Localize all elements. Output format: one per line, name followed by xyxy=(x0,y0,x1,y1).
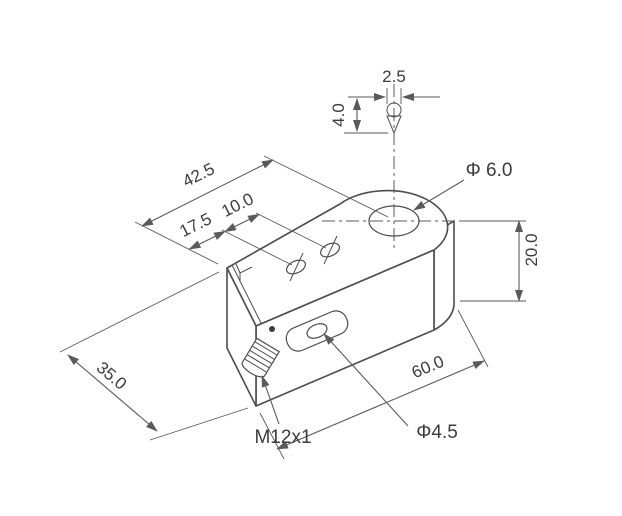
lug-hole xyxy=(306,323,328,339)
dimension-35-0: 35.0 xyxy=(59,271,249,441)
mounting-hole-2 xyxy=(319,235,341,265)
mounting-hole-1 xyxy=(285,252,307,282)
dim-17-5-label: 17.5 xyxy=(176,209,214,241)
dimension-2-5: 2.5 xyxy=(348,67,440,104)
tip-detail xyxy=(386,102,402,135)
dimension-4-0: 4.0 xyxy=(329,98,388,134)
chamfer-edge xyxy=(231,264,262,324)
dimension-20-0: 20.0 xyxy=(460,220,541,302)
dim-20-0-label: 20.0 xyxy=(522,233,541,266)
tip-ball xyxy=(386,102,402,118)
tip-cone xyxy=(386,115,402,135)
front-lug xyxy=(285,310,349,352)
dim-35-0-label: 35.0 xyxy=(93,358,131,394)
dim-4-0-label: 4.0 xyxy=(329,103,348,127)
dim-42-5-label: 42.5 xyxy=(179,159,217,191)
dimension-dia-6-0: Φ 6.0 xyxy=(413,160,513,211)
dimension-m12x1: M12x1 xyxy=(254,375,312,448)
dia-4-5-label: Φ4.5 xyxy=(416,422,458,443)
dim-2-5-label: 2.5 xyxy=(382,67,406,86)
hole-slash xyxy=(323,235,338,265)
dimension-dia-4-5: Φ4.5 xyxy=(323,333,458,443)
thread-label: M12x1 xyxy=(254,427,311,448)
thread-lines xyxy=(244,341,277,373)
dia-6-0-label: Φ 6.0 xyxy=(466,160,513,181)
dim-10-0-label: 10.0 xyxy=(218,189,256,221)
dim-60-0-label: 60.0 xyxy=(409,352,447,382)
corner-notch xyxy=(235,263,253,282)
led-indicator xyxy=(269,326,275,332)
hole-slash xyxy=(289,252,304,282)
